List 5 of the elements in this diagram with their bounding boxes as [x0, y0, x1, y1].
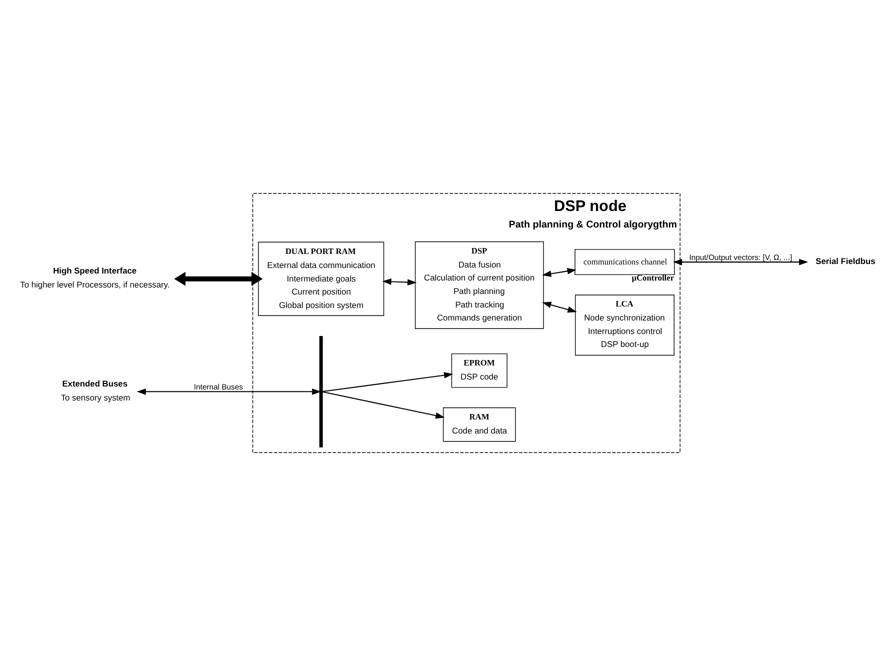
node-text: Serial Fieldbus: [816, 255, 876, 266]
node-text: Extended Buses To sensory system: [60, 378, 130, 402]
edge-label: Internal Buses: [194, 382, 244, 391]
node-text: High Speed Interface To higher level Processors, if necessary.: [20, 265, 170, 290]
edge-label: Input/Output vectors: [V, Ω, ...]: [689, 252, 792, 262]
